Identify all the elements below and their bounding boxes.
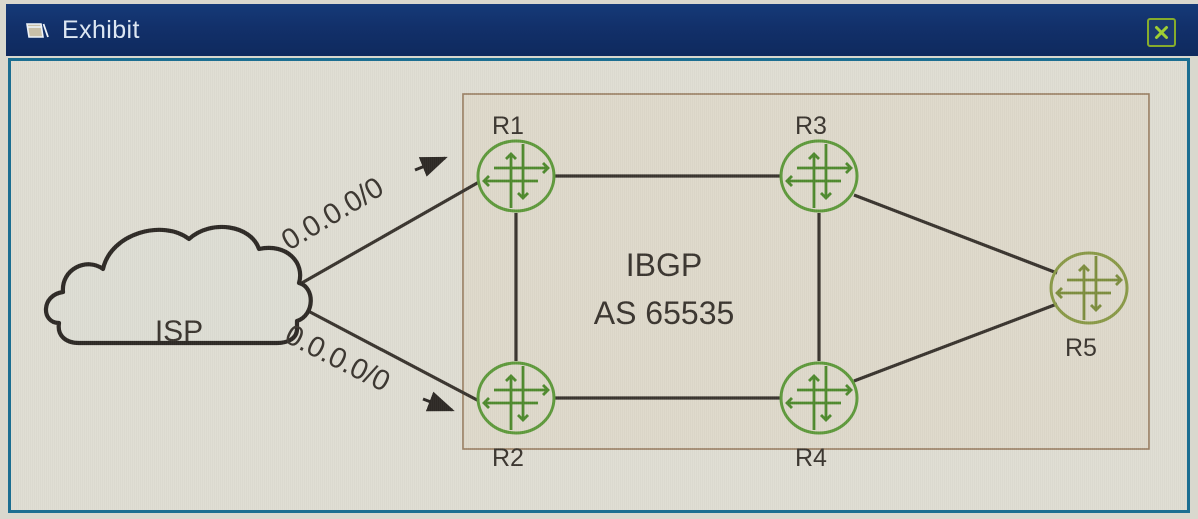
router-label-r2: R2 <box>492 444 524 472</box>
link-r3-r5 <box>853 193 1058 275</box>
link-r4-r5 <box>853 302 1058 383</box>
router-node-r1[interactable]: R1 <box>476 112 556 213</box>
exhibit-content-frame: ISP R1 <box>8 58 1190 513</box>
close-icon[interactable] <box>1147 18 1176 47</box>
as-box-title: IBGP AS 65535 <box>594 247 735 331</box>
route-arrow-lower <box>422 391 455 412</box>
as-title-line2: AS 65535 <box>594 295 735 331</box>
route-arrows <box>414 156 455 412</box>
router-node-r5[interactable]: R5 <box>1049 251 1129 362</box>
as-boundary-box <box>462 93 1150 450</box>
isp-cloud: ISP <box>43 224 313 348</box>
router-label-r4: R4 <box>795 444 827 472</box>
router-label-r3: R3 <box>795 112 827 140</box>
diagram-canvas: ISP R1 <box>11 61 1187 510</box>
as-title-line1: IBGP <box>626 247 702 283</box>
window-title: Exhibit <box>62 15 140 44</box>
router-label-r5: R5 <box>1065 334 1097 362</box>
titlebar-left-group: Exhibit <box>24 16 140 45</box>
route-arrow-upper <box>414 156 448 177</box>
router-node-r4[interactable]: R4 <box>779 361 859 472</box>
router-node-r3[interactable]: R3 <box>779 112 859 213</box>
link-isp-r2 <box>292 301 480 403</box>
window-titlebar: Exhibit <box>6 4 1198 56</box>
isp-cloud-label: ISP <box>155 315 203 348</box>
router-node-r2[interactable]: R2 <box>476 361 556 472</box>
exhibit-window-icon <box>24 18 50 42</box>
topology-links <box>292 174 1058 403</box>
router-label-r1: R1 <box>492 112 524 140</box>
network-topology-diagram: ISP R1 <box>11 61 1187 510</box>
link-isp-r1 <box>292 180 480 290</box>
